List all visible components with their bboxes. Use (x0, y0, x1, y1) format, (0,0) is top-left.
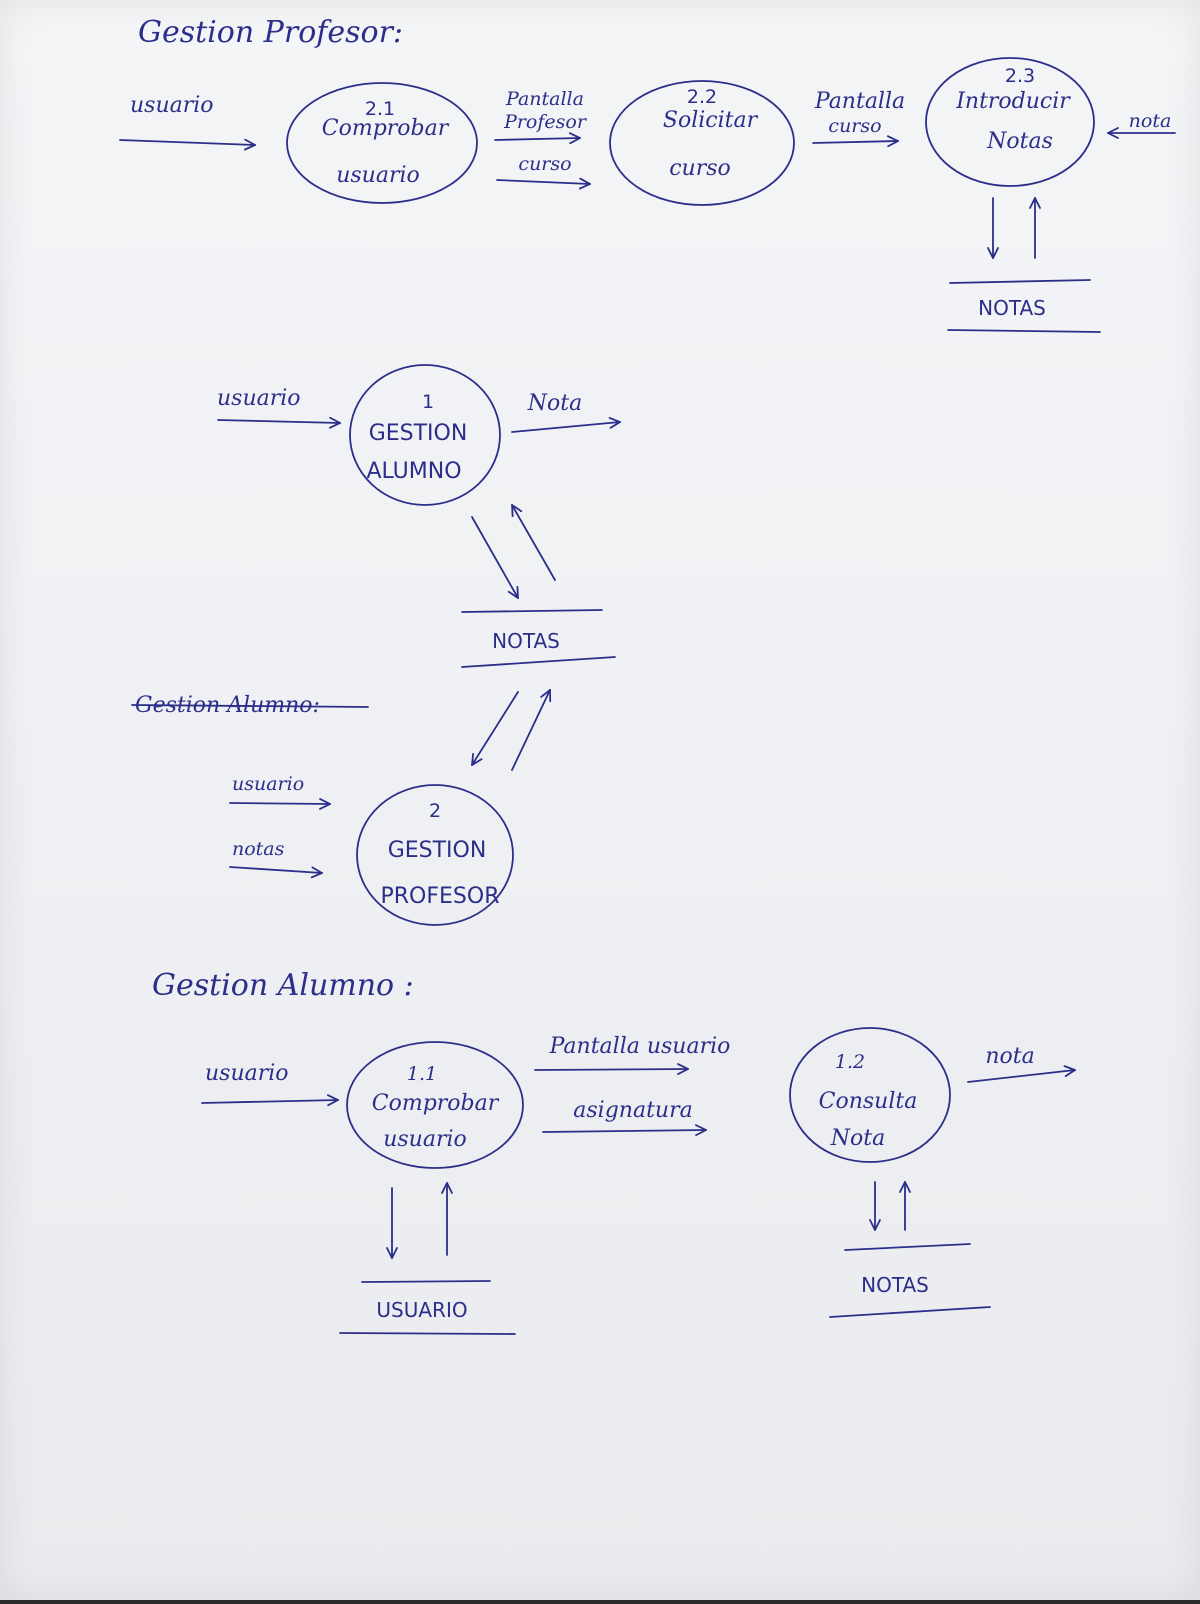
flow-label-curso-1: curso (518, 153, 571, 175)
process-2-1-line2: usuario (336, 163, 420, 188)
flow-label-nota-out-ctx: Nota (527, 391, 582, 416)
process-2-line1: GESTION (388, 838, 487, 863)
data-store-usuario-bottom (339, 1332, 516, 1335)
process-1-line2: ALUMNO (366, 459, 461, 484)
data-store-notas-ctx-bottom (461, 656, 616, 668)
process-1-2-line1: Consulta (819, 1089, 918, 1114)
data-store-notas-profesor-label: NOTAS (978, 296, 1046, 320)
flow-label-nota-in: nota (1129, 110, 1172, 132)
process-2-1-bubble (286, 82, 478, 204)
flow-arrow-nota-out-ctx (511, 422, 620, 433)
data-store-notas-ctx-label: NOTAS (492, 629, 560, 653)
data-store-notas-alumno-top (844, 1243, 971, 1251)
flow-arrow-alumno-to-notas (471, 516, 518, 598)
process-2-3-line1: Introducir (955, 89, 1071, 114)
process-1-gestion-alumno-bubble (349, 364, 501, 506)
process-1-1-line1: Comprobar (372, 1091, 500, 1116)
flow-arrow-usuario-profesor-ctx (229, 803, 330, 804)
process-1-2-id: 1.2 (835, 1051, 865, 1073)
process-1-1-line2: usuario (383, 1127, 467, 1152)
flow-label-pantalla-curso-1: Pantalla (814, 89, 905, 114)
data-store-notas-profesor-bottom (947, 329, 1101, 333)
section-title-profesor: Gestion Profesor: (138, 15, 403, 50)
process-2-3-line2: Notas (986, 129, 1053, 154)
process-2-3-bubble (925, 57, 1095, 187)
process-1-2-line2: Nota (830, 1126, 885, 1151)
flow-arrow-usuario-profesor (119, 140, 255, 145)
process-2-2-id: 2.2 (687, 86, 717, 108)
process-2-2-line1: Solicitar (663, 108, 759, 133)
data-store-usuario-label: USUARIO (376, 1298, 467, 1322)
flow-arrow-pantalla-usuario (534, 1069, 688, 1070)
data-store-notas-alumno-label: NOTAS (861, 1273, 929, 1297)
flow-label-usuario-alumno: usuario (205, 1061, 289, 1086)
process-2-2-bubble (609, 80, 795, 206)
process-2-gestion-profesor-bubble (356, 784, 514, 926)
flow-label-pantalla-curso-2: curso (828, 115, 881, 137)
process-2-line2: PROFESOR (381, 884, 500, 909)
process-2-3-id: 2.3 (1005, 65, 1035, 87)
process-2-id: 2 (429, 800, 441, 822)
flow-label-usuario-profesor: usuario (130, 93, 214, 118)
flow-label-usuario-alumno-ctx: usuario (217, 386, 301, 411)
flow-arrow-profesor-to-notas (511, 690, 550, 771)
flow-arrow-pantalla-profesor (494, 138, 580, 140)
flow-label-notas-profesor-ctx: notas (232, 838, 285, 860)
process-1-1-id: 1.1 (407, 1063, 437, 1085)
flow-arrow-usuario-alumno (201, 1100, 338, 1103)
flow-arrow-curso-1 (496, 180, 590, 184)
section-title-alumno: Gestion Alumno : (152, 968, 414, 1003)
flow-label-pantalla-usuario: Pantalla usuario (549, 1034, 731, 1059)
process-1-line1: GESTION (369, 421, 468, 446)
process-1-1-bubble (346, 1041, 524, 1169)
process-1-id: 1 (422, 391, 434, 413)
flow-arrow-notas-profesor-ctx (229, 866, 322, 873)
process-2-1-id: 2.1 (365, 98, 395, 120)
flow-label-usuario-profesor-ctx: usuario (232, 773, 304, 795)
process-2-2-line2: curso (669, 156, 731, 181)
flow-arrow-asignatura (542, 1130, 706, 1132)
data-store-usuario-top (361, 1280, 491, 1283)
data-store-notas-alumno-bottom (829, 1306, 991, 1318)
flow-arrow-nota-out (967, 1070, 1075, 1083)
process-2-1-line1: Comprobar (322, 116, 450, 141)
process-1-2-bubble (789, 1027, 951, 1163)
data-store-notas-profesor-top (949, 279, 1091, 284)
flow-label-pantalla-profesor-2: Profesor (503, 111, 588, 133)
flow-label-pantalla-profesor-1: Pantalla (505, 88, 584, 110)
flow-arrow-notas-to-profesor (472, 691, 519, 765)
flow-label-asignatura: asignatura (573, 1098, 692, 1123)
flow-arrow-notas-to-alumno (512, 505, 556, 581)
flow-label-nota-out: nota (985, 1044, 1034, 1069)
strikethrough-line (131, 704, 369, 708)
data-store-notas-ctx-top (461, 609, 603, 613)
flow-arrow-usuario-alumno-ctx (217, 420, 340, 423)
flow-arrow-pantalla-curso (812, 141, 898, 143)
